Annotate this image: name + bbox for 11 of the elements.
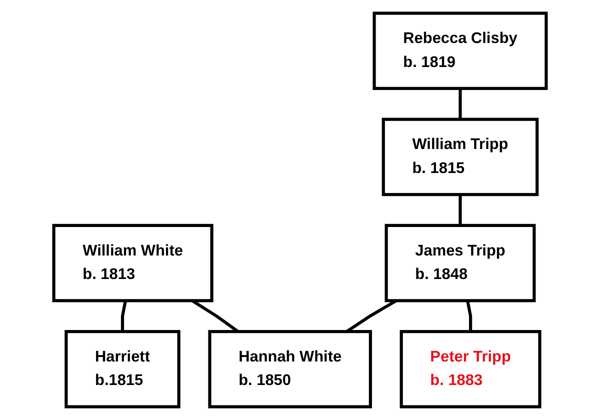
connector	[458, 194, 462, 226]
connector	[466, 300, 472, 332]
connector	[120, 300, 128, 332]
node-box: Harriett b.1815	[64, 330, 180, 408]
node-box: Hannah White b. 1850	[208, 330, 372, 408]
node-box: James Tripp b. 1848	[384, 224, 536, 302]
node-box: Rebecca Clisby b. 1819	[372, 12, 548, 90]
node-box: Peter Tripp b. 1883	[400, 330, 542, 408]
connector	[458, 88, 462, 120]
node-box: William Tripp b. 1815	[382, 118, 539, 196]
node-box: William White b. 1813	[52, 224, 214, 302]
